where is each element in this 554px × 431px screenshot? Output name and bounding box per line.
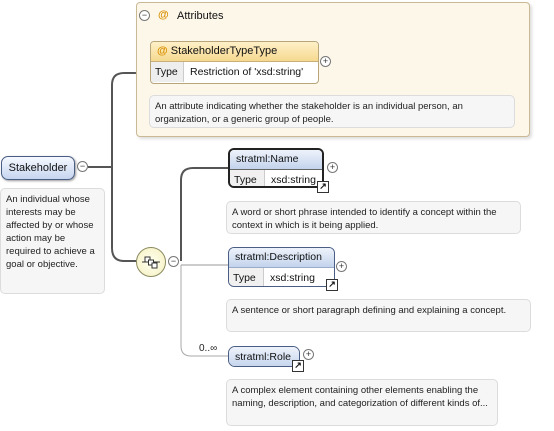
element-doc: A sentence or short paragraph defining a… xyxy=(226,299,531,332)
attribute-doc: An attribute indicating whether the stak… xyxy=(149,95,515,128)
element-doc: A word or short phrase intended to ident… xyxy=(226,201,521,234)
type-label: Type xyxy=(229,268,264,286)
occurrence-label: 0..∞ xyxy=(199,343,218,354)
arrow-link-icon[interactable]: ↗ xyxy=(326,279,338,291)
type-label: Type xyxy=(151,62,184,82)
arrow-link-icon[interactable]: ↗ xyxy=(317,181,329,193)
minus-icon[interactable]: − xyxy=(168,256,179,267)
attribute-name: StakeholderTypeType xyxy=(170,45,278,57)
plus-icon[interactable]: + xyxy=(336,261,347,272)
arrow-link-icon[interactable]: ↗ xyxy=(292,360,304,372)
element-label: stratml:Description xyxy=(229,248,334,268)
at-icon: @ xyxy=(158,9,169,21)
root-element[interactable]: Stakeholder xyxy=(1,156,75,180)
plus-icon[interactable]: + xyxy=(320,56,331,67)
attributes-title: Attributes xyxy=(177,10,224,22)
element-name[interactable]: stratml:Name Type xsd:string xyxy=(228,148,324,188)
plus-icon[interactable]: + xyxy=(303,349,314,360)
plus-icon[interactable]: + xyxy=(327,162,338,173)
minus-icon[interactable]: − xyxy=(139,10,150,21)
minus-icon[interactable]: − xyxy=(77,161,88,172)
type-value: Restriction of 'xsd:string' xyxy=(190,66,304,78)
attribute-box[interactable]: @ StakeholderTypeType Type Restriction o… xyxy=(150,41,319,84)
element-label: stratml:Name xyxy=(230,150,322,170)
element-doc: A complex element containing other eleme… xyxy=(226,379,498,426)
element-role[interactable]: stratml:Role xyxy=(228,346,300,367)
at-icon: @ xyxy=(157,45,168,57)
type-label: Type xyxy=(230,170,265,186)
type-value: xsd:string xyxy=(270,272,315,284)
root-doc: An individual whose interests may be aff… xyxy=(0,188,105,294)
element-description[interactable]: stratml:Description Type xsd:string xyxy=(228,247,335,287)
element-label: stratml:Role xyxy=(229,347,299,366)
sequence-compositor-icon xyxy=(142,256,160,269)
type-value: xsd:string xyxy=(271,174,316,186)
sequence-compositor[interactable] xyxy=(136,247,166,277)
